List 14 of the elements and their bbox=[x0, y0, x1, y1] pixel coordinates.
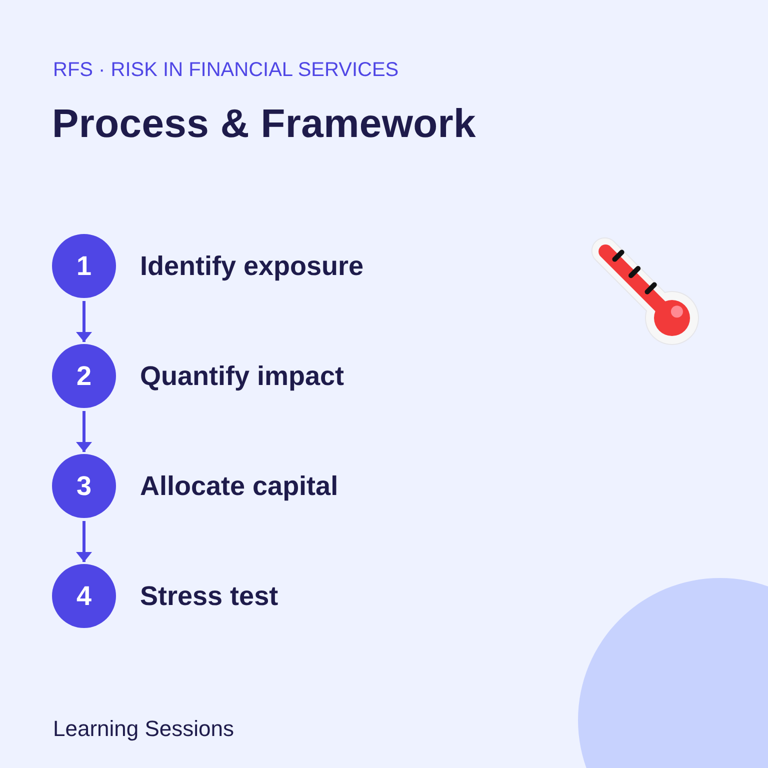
step-number-circle: 3 bbox=[52, 454, 116, 518]
footer-text: Learning Sessions bbox=[53, 716, 234, 742]
arrow bbox=[76, 411, 92, 452]
step-label: Identify exposure bbox=[140, 250, 364, 283]
step-number-circle: 4 bbox=[52, 564, 116, 628]
step-number-circle: 1 bbox=[52, 234, 116, 298]
arrow bbox=[76, 301, 92, 342]
step-label: Allocate capital bbox=[140, 470, 338, 503]
course-kicker: RFS · RISK IN FINANCIAL SERVICES bbox=[53, 58, 399, 82]
title: Process & Framework bbox=[52, 101, 476, 148]
arrow bbox=[76, 521, 92, 562]
step-label: Quantify impact bbox=[140, 360, 344, 393]
step-number-circle: 2 bbox=[52, 344, 116, 408]
step-label: Stress test bbox=[140, 580, 278, 613]
